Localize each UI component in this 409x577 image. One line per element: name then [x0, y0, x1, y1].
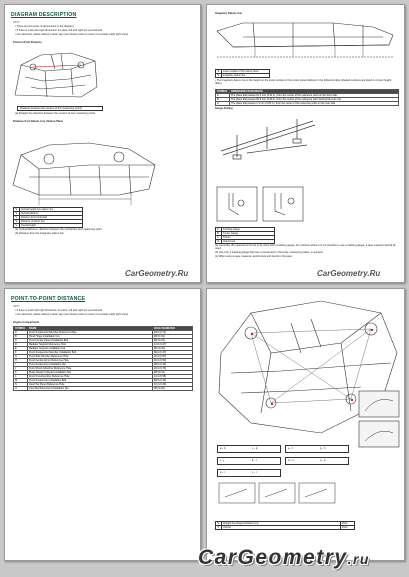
list2-item-2: (b) Distance from the imaginary datum li… — [15, 232, 64, 235]
measurement-grid: m – n o – p — [285, 457, 349, 465]
note-2: • If there is a left and right dimension… — [15, 29, 103, 32]
attachment-drawings — [216, 186, 304, 222]
subsection-engine: Engine Compartment — [13, 321, 40, 324]
measurement-grid: a – b c – d — [217, 445, 281, 453]
legend-item: Imaginary datum line — [221, 73, 270, 78]
detail-views — [358, 390, 400, 448]
rocker-panel-drawing — [216, 22, 394, 58]
section-header: Imaginary Datum Line — [215, 12, 243, 15]
watermark-small: CarGeometry.Ru — [317, 269, 381, 278]
measurement-grid: e – f g – h — [285, 445, 349, 453]
engine-bay-3d-drawing — [218, 300, 398, 434]
side-view-drawing — [12, 142, 156, 205]
list2-item-1: (a) Vertical distance: distance between … — [15, 228, 102, 231]
gauge-note-1: (a) Generally, all measurements are to b… — [215, 244, 396, 251]
page-title: POINT-TO-POINT DISTANCE — [11, 296, 86, 302]
gauge-note-3: (c) When using a tape measure, avoid twi… — [215, 255, 293, 258]
page-diagram-description: DIAGRAM DESCRIPTION HINT: • There are tw… — [4, 4, 201, 283]
page-title: DIAGRAM DESCRIPTION — [11, 12, 77, 18]
table-header: SYMBOL — [13, 326, 28, 331]
note-1: • There are two types of dimensions in t… — [15, 25, 75, 28]
table-header: SYMBOL — [215, 89, 230, 94]
note-1: • If there is a left and right dimension… — [15, 309, 103, 312]
tracking-gauge-drawing — [220, 119, 316, 160]
small-detail-drawings — [218, 482, 336, 504]
box-legend-1: Distance between the centers of the meas… — [17, 106, 103, 112]
list1-item-1: (a) Straight-line distance between the c… — [15, 112, 96, 115]
gauge-note-2: (b) Use only a tracking gauge that has n… — [215, 251, 324, 254]
page-measurement-diagram: a – b c – d e – f g – h i – j k – l m – … — [206, 288, 405, 561]
measurement-grid: q – r s – t — [217, 469, 281, 477]
measurement-grid: i – j k – l — [217, 457, 281, 465]
subsection-datum-line: Distance from Datum Line / Datum Plane — [13, 120, 64, 123]
page-point-to-point: POINT-TO-POINT DISTANCE HINT: • If there… — [4, 288, 201, 561]
subsection-gauge: Gauge Setting — [215, 107, 233, 110]
engine-compartment-drawing — [14, 52, 98, 98]
note-2: • For reference, labels without a letter… — [15, 313, 129, 316]
hint-line: • The imaginary datum line is the height… — [215, 79, 392, 86]
watermark-big: CarGeometry.ru — [198, 546, 370, 569]
hint-label: HINT: — [13, 305, 20, 308]
watermark-small: CarGeometry.Ru — [125, 269, 189, 278]
legend-item: Overall height — [19, 223, 83, 228]
subsection-point-to-point: Point-to-Point Distance — [13, 41, 42, 44]
hint-label: HINT: — [13, 21, 20, 24]
note-3: • For reference, labels without a letter… — [15, 33, 129, 36]
